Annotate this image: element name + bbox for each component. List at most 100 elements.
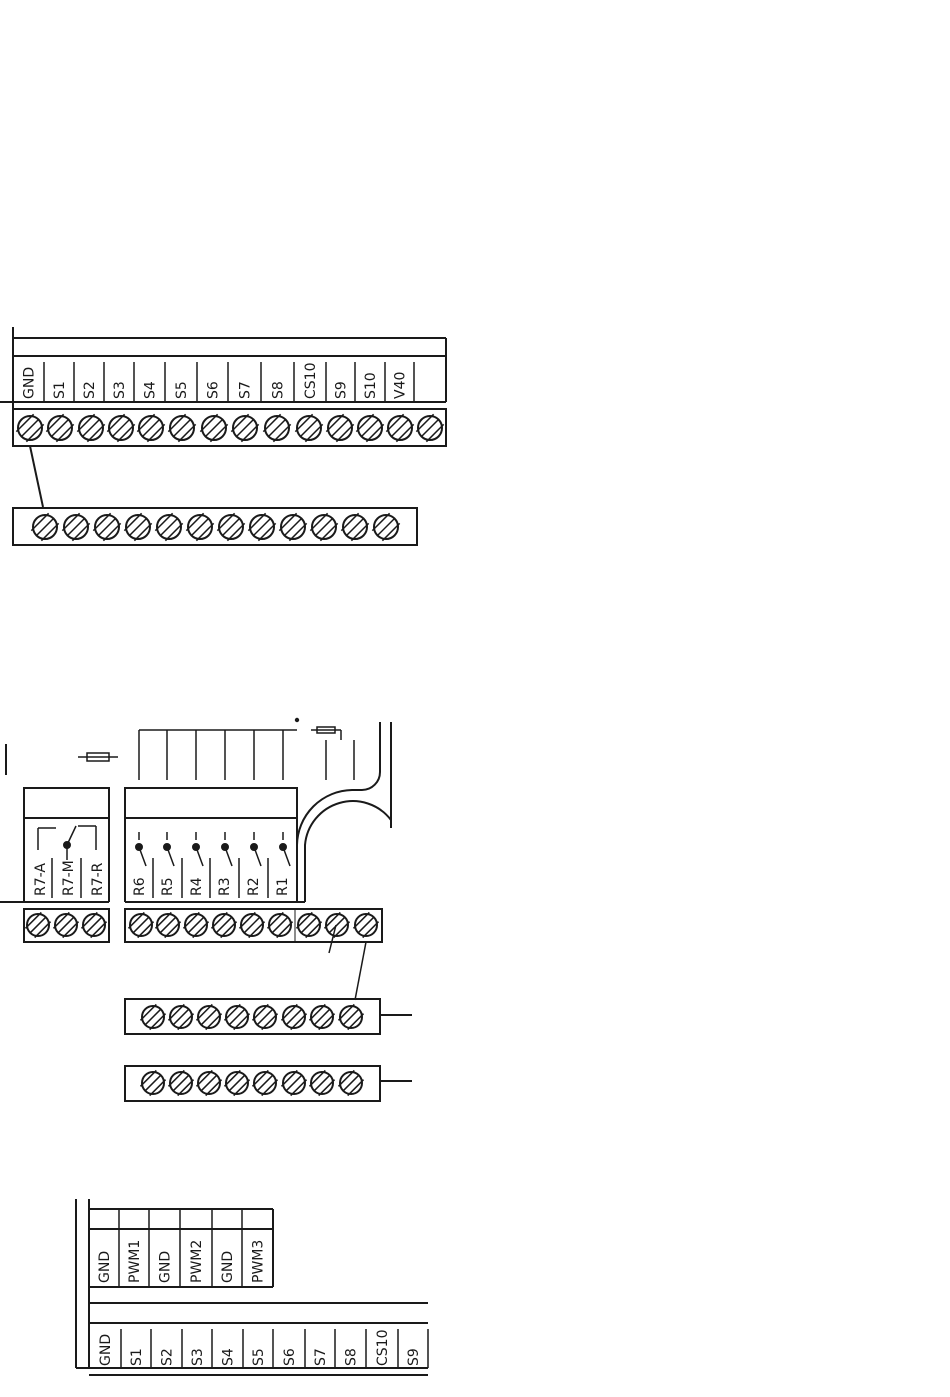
- terminal-label: S9: [406, 1348, 422, 1366]
- screw-slot: [284, 518, 301, 535]
- terminal-label: GND: [97, 1251, 113, 1283]
- screw-terminal-icon: [356, 414, 383, 441]
- screw-terminal-icon: [200, 414, 227, 441]
- screw-terminal-icon: [310, 513, 337, 540]
- screw-terminal-icon: [168, 1004, 193, 1029]
- contact-arm: [254, 847, 261, 866]
- screw-slot: [314, 1009, 330, 1025]
- screw-slot: [286, 1009, 302, 1025]
- wire-link: [30, 446, 43, 507]
- terminal-label: R3: [217, 877, 233, 896]
- screw-slot: [173, 1009, 189, 1025]
- relay-housing-top: [125, 788, 297, 818]
- screw-terminal-icon: [353, 912, 378, 937]
- screw-terminal-icon: [196, 1070, 221, 1095]
- screw-terminal-icon: [224, 1004, 249, 1029]
- screw-terminal-icon: [46, 414, 73, 441]
- screw-terminal-icon: [224, 1070, 249, 1095]
- terminal-label: GND: [98, 1334, 114, 1366]
- screw-slot: [257, 1075, 273, 1091]
- screw-terminal-icon: [155, 912, 180, 937]
- terminal-label: GND: [22, 367, 38, 399]
- screw-slot: [253, 518, 270, 535]
- relay-contact-icon: [280, 832, 290, 866]
- terminal-label: GND: [220, 1251, 236, 1283]
- wire-link: [355, 942, 366, 1000]
- screw-slot: [257, 1009, 273, 1025]
- terminal-label: CS10: [303, 363, 319, 399]
- screw-slot: [133, 917, 149, 933]
- screw-terminal-icon: [263, 414, 290, 441]
- screw-terminal-icon: [77, 414, 104, 441]
- screw-slot: [173, 419, 190, 436]
- screw-terminal-icon: [124, 513, 151, 540]
- relay-contact-icon: [222, 832, 232, 866]
- contact-pivot: [64, 842, 70, 848]
- screw-slot: [160, 917, 176, 933]
- screw-slot: [222, 518, 239, 535]
- screw-terminal-icon: [281, 1070, 306, 1095]
- screw-terminal-icon: [168, 414, 195, 441]
- screw-terminal-icon: [196, 1004, 221, 1029]
- terminal-label: V40: [393, 372, 409, 399]
- screw-slot: [112, 419, 129, 436]
- screw-slot: [160, 518, 177, 535]
- screw-slot: [67, 518, 84, 535]
- screw-terminal-icon: [309, 1070, 334, 1095]
- relay-contact-icon: [164, 832, 174, 866]
- terminal-label: S6: [206, 381, 222, 399]
- terminal-label: S2: [160, 1348, 176, 1366]
- changeover-contact-icon: [38, 826, 96, 860]
- screw-terminal-icon: [140, 1004, 165, 1029]
- contact-arm: [196, 847, 203, 866]
- curved-channel-inner: [305, 801, 391, 902]
- screw-terminal-icon: [137, 414, 164, 441]
- screw-slot: [82, 419, 99, 436]
- screw-terminal-icon: [252, 1004, 277, 1029]
- terminal-label: PWM3: [251, 1240, 267, 1283]
- screw-terminal-icon: [183, 912, 208, 937]
- screw-slot: [145, 1009, 161, 1025]
- screw-terminal-icon: [267, 912, 292, 937]
- screw-terminal-icon: [62, 513, 89, 540]
- screw-terminal-icon: [128, 912, 153, 937]
- terminal-label: PWM1: [127, 1240, 143, 1283]
- screw-terminal-icon: [168, 1070, 193, 1095]
- screw-slot: [272, 917, 288, 933]
- screw-slot: [377, 518, 394, 535]
- terminal-label: S5: [174, 381, 190, 399]
- relay-contact-icon: [193, 832, 203, 866]
- screw-slot: [391, 419, 408, 436]
- screw-terminal-icon: [324, 912, 349, 937]
- terminal-label: S4: [221, 1348, 237, 1366]
- screw-terminal-icon: [309, 1004, 334, 1029]
- terminal-label: S1: [129, 1348, 145, 1366]
- terminal-label: S3: [190, 1348, 206, 1366]
- screw-slot: [244, 917, 260, 933]
- screw-terminal-icon: [386, 414, 413, 441]
- screw-slot: [216, 917, 232, 933]
- screw-slot: [36, 518, 53, 535]
- terminal-label: R2: [246, 877, 262, 896]
- screw-slot: [191, 518, 208, 535]
- contact-arm: [139, 847, 146, 866]
- screw-terminal-icon: [281, 1004, 306, 1029]
- terminal-label: R6: [132, 877, 148, 896]
- terminal-label: S1: [52, 381, 68, 399]
- terminal-label: S3: [112, 381, 128, 399]
- relay-contact-icon: [251, 832, 261, 866]
- screw-slot: [86, 917, 102, 933]
- terminal-label: GND: [158, 1251, 174, 1283]
- screw-terminal-icon: [31, 513, 58, 540]
- screw-terminal-icon: [231, 414, 258, 441]
- screw-slot: [201, 1075, 217, 1091]
- screw-slot: [229, 1075, 245, 1091]
- screw-slot: [346, 518, 363, 535]
- screw-terminal-icon: [252, 1070, 277, 1095]
- terminal-label: S2: [82, 381, 98, 399]
- screw-slot: [286, 1075, 302, 1091]
- contact-arm: [167, 847, 174, 866]
- terminal-label: S9: [334, 381, 350, 399]
- terminal-label: S8: [271, 381, 287, 399]
